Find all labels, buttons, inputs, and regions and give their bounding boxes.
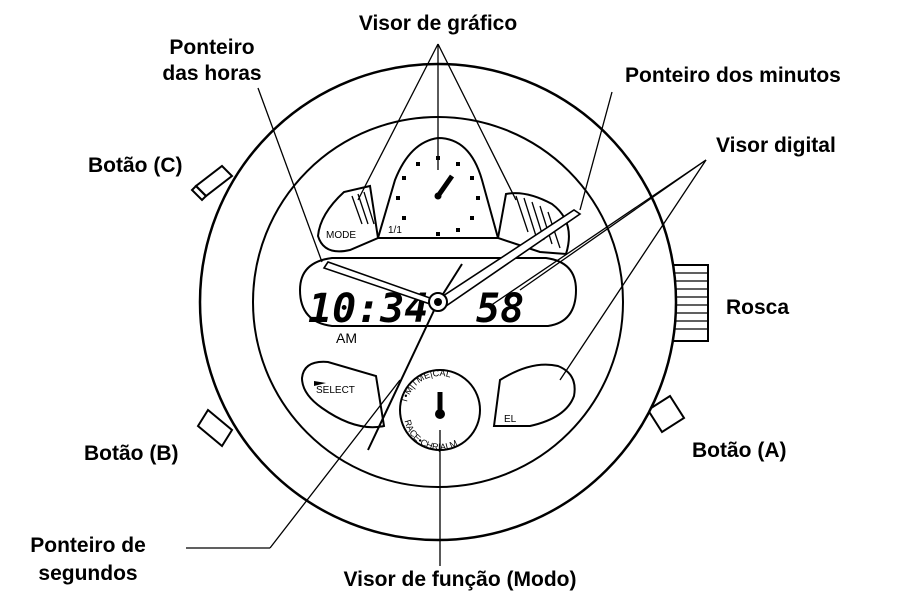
leader-lines [186, 43, 707, 566]
label-second-hand-1: Ponteiro de [30, 534, 146, 557]
button-c-shape [190, 164, 234, 202]
label-crown: Rosca [726, 296, 789, 319]
label-hour-hand-2: das horas [162, 62, 261, 85]
graph-scale-label: 1/1 [388, 225, 402, 236]
mode-zone [316, 184, 380, 253]
label-button-a: Botão (A) [692, 439, 786, 462]
label-hour-hand-1: Ponteiro [169, 36, 254, 59]
select-zone [300, 360, 386, 429]
mode-hatching [351, 191, 375, 225]
label-function-display: Visor de função (Modo) [344, 568, 577, 591]
label-graph-display: Visor de gráfico [359, 12, 517, 35]
upper-right-zone [496, 192, 570, 256]
label-digital-display: Visor digital [716, 134, 836, 157]
el-zone [492, 363, 576, 427]
function-pivot [435, 409, 445, 419]
graph-hand [435, 174, 455, 198]
graph-ticks [396, 156, 480, 236]
label-button-b: Botão (B) [84, 442, 178, 465]
mode-label: MODE [326, 230, 356, 241]
am-label: AM [336, 330, 357, 346]
digital-display-window [298, 257, 578, 327]
center-pivot-dot [434, 298, 442, 306]
el-label: EL [504, 414, 517, 425]
button-a-shape [646, 394, 686, 434]
label-second-hand-2: segundos [38, 562, 137, 585]
button-b-shape [196, 408, 234, 448]
label-minute-hand: Ponteiro dos minutos [625, 64, 841, 87]
label-button-c: Botão (C) [88, 154, 182, 177]
select-arrow-icon [314, 381, 326, 386]
select-label: SELECT [316, 385, 355, 396]
seconds-digits: 58 [476, 286, 524, 332]
